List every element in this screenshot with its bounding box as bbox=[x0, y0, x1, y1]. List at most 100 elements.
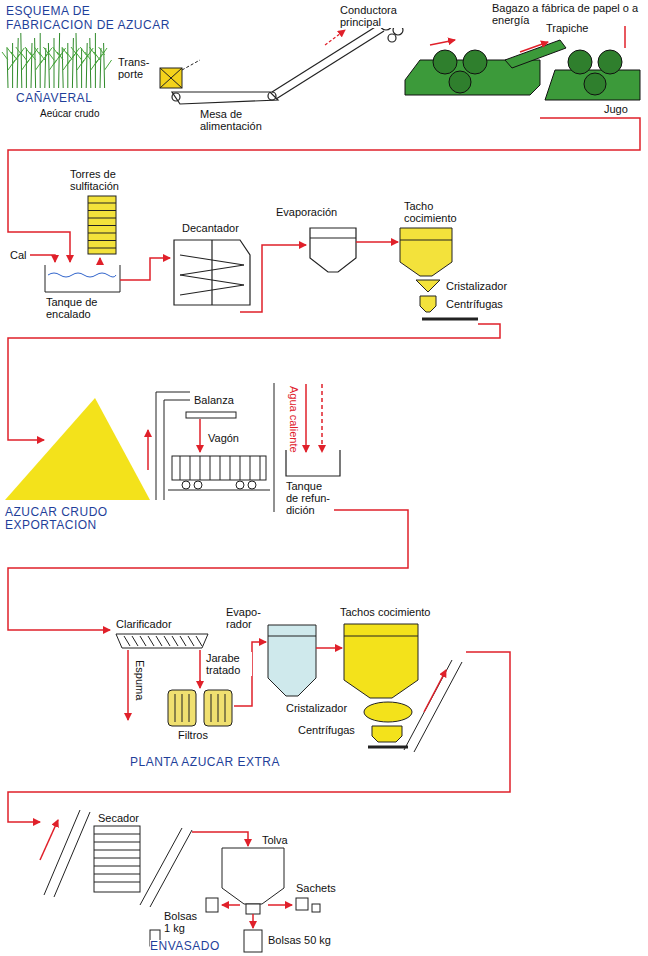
detail-stroke bbox=[11, 52, 17, 60]
clarifier bbox=[116, 634, 208, 648]
detail-stroke bbox=[90, 38, 91, 88]
flow-line bbox=[199, 650, 201, 681]
liming-tank bbox=[45, 265, 120, 292]
detail-stroke bbox=[164, 636, 170, 646]
part-label: Clarificador bbox=[116, 618, 172, 630]
flow-arrow bbox=[240, 245, 306, 312]
part-label: Decantador bbox=[182, 222, 239, 234]
decanter bbox=[174, 240, 250, 305]
detail-stroke bbox=[26, 48, 27, 88]
detail-stroke bbox=[180, 456, 181, 480]
detail-stroke bbox=[94, 858, 140, 859]
part-label: Cristalizador bbox=[446, 280, 507, 292]
detail-stroke bbox=[17, 38, 18, 88]
detail-stroke bbox=[196, 636, 202, 646]
part-label: Cristalizador bbox=[286, 702, 347, 714]
flow-arrow bbox=[252, 914, 254, 928]
flow-arrow bbox=[424, 670, 446, 712]
detail-stroke bbox=[105, 60, 112, 70]
detail-stroke bbox=[124, 636, 130, 646]
detail-stroke bbox=[148, 636, 154, 646]
flow-arrow bbox=[268, 904, 292, 906]
detail-stroke bbox=[94, 834, 140, 835]
detail-stroke bbox=[72, 38, 73, 88]
detail-stroke bbox=[172, 636, 178, 646]
detail-stroke bbox=[30, 52, 36, 60]
detail-stroke bbox=[76, 52, 82, 60]
flow-arrow bbox=[192, 832, 248, 846]
detail-stroke bbox=[88, 210, 116, 211]
flow-arrow bbox=[40, 820, 58, 860]
part-label: Cal bbox=[10, 249, 27, 261]
detail-stroke bbox=[85, 52, 91, 60]
detail-stroke bbox=[99, 47, 105, 55]
detail-stroke bbox=[80, 47, 86, 55]
detail-stroke bbox=[88, 203, 116, 204]
elevator bbox=[404, 660, 462, 752]
conveyor bbox=[172, 18, 403, 104]
detail-stroke bbox=[132, 636, 138, 646]
part-label: Secador bbox=[98, 812, 139, 824]
flow-arrow bbox=[199, 680, 201, 688]
detail-stroke bbox=[16, 47, 22, 55]
dryer bbox=[94, 826, 140, 892]
part-label: Agua caliente bbox=[288, 386, 300, 453]
mill bbox=[405, 40, 640, 100]
detail-stroke bbox=[94, 850, 140, 851]
part-label: Torres de sulfitación bbox=[70, 168, 150, 192]
detail-stroke bbox=[88, 233, 116, 234]
detail-stroke bbox=[48, 52, 54, 60]
flow-arrow bbox=[222, 904, 240, 906]
detail-stroke bbox=[104, 43, 105, 88]
detail-stroke bbox=[88, 225, 116, 226]
part-label: Bolsas 1 kg bbox=[164, 910, 204, 934]
part-label: Jarabe tratado bbox=[206, 652, 252, 676]
flow-arrow bbox=[99, 258, 101, 262]
evaporator bbox=[310, 228, 356, 272]
detail-stroke bbox=[140, 636, 146, 646]
detail-stroke bbox=[190, 456, 191, 480]
detail-stroke bbox=[43, 47, 49, 55]
detail-stroke bbox=[88, 240, 116, 241]
part-label: Tanque de refun- dición bbox=[286, 480, 334, 516]
detail-stroke bbox=[260, 456, 261, 480]
detail-stroke bbox=[156, 636, 162, 646]
detail-stroke bbox=[182, 694, 183, 722]
hopper bbox=[222, 848, 284, 914]
flow-arrow bbox=[30, 255, 55, 262]
part-label: Evaporación bbox=[276, 206, 337, 218]
detail-stroke bbox=[225, 694, 226, 722]
evaporator bbox=[268, 625, 316, 696]
detail-stroke bbox=[210, 456, 211, 480]
detail-stroke bbox=[220, 456, 221, 480]
detail-stroke bbox=[66, 52, 72, 60]
section-heading: ENVASADO bbox=[150, 940, 220, 953]
flow-line bbox=[8, 652, 510, 822]
detail-stroke bbox=[62, 47, 68, 55]
detail-stroke bbox=[71, 47, 77, 55]
detail-stroke bbox=[89, 47, 95, 55]
part-label: Vagón bbox=[208, 432, 239, 444]
part-label: Tachos cocimiento bbox=[340, 606, 431, 618]
flow-arrow bbox=[147, 430, 149, 470]
flow-arrow bbox=[325, 30, 345, 45]
part-label: Centrífugas bbox=[446, 298, 503, 310]
detail-stroke bbox=[86, 43, 87, 88]
detail-stroke bbox=[45, 48, 46, 88]
flow-arrow bbox=[316, 647, 342, 649]
detail-stroke bbox=[40, 33, 41, 88]
part-label: Trapiche bbox=[546, 22, 588, 34]
detail-stroke bbox=[200, 456, 201, 480]
part-label: Mesa de alimentación bbox=[200, 108, 290, 132]
section-heading: AZUCAR CRUDO EXPORTACION bbox=[5, 506, 155, 532]
detail-stroke bbox=[95, 33, 96, 88]
flow-arrow bbox=[305, 384, 307, 452]
detail-stroke bbox=[76, 33, 77, 88]
detail-stroke bbox=[94, 52, 100, 60]
detail-stroke bbox=[57, 52, 63, 60]
detail-stroke bbox=[88, 218, 116, 219]
part-label: Filtros bbox=[178, 729, 208, 741]
detail-stroke bbox=[240, 456, 241, 480]
detail-stroke bbox=[48, 43, 49, 88]
